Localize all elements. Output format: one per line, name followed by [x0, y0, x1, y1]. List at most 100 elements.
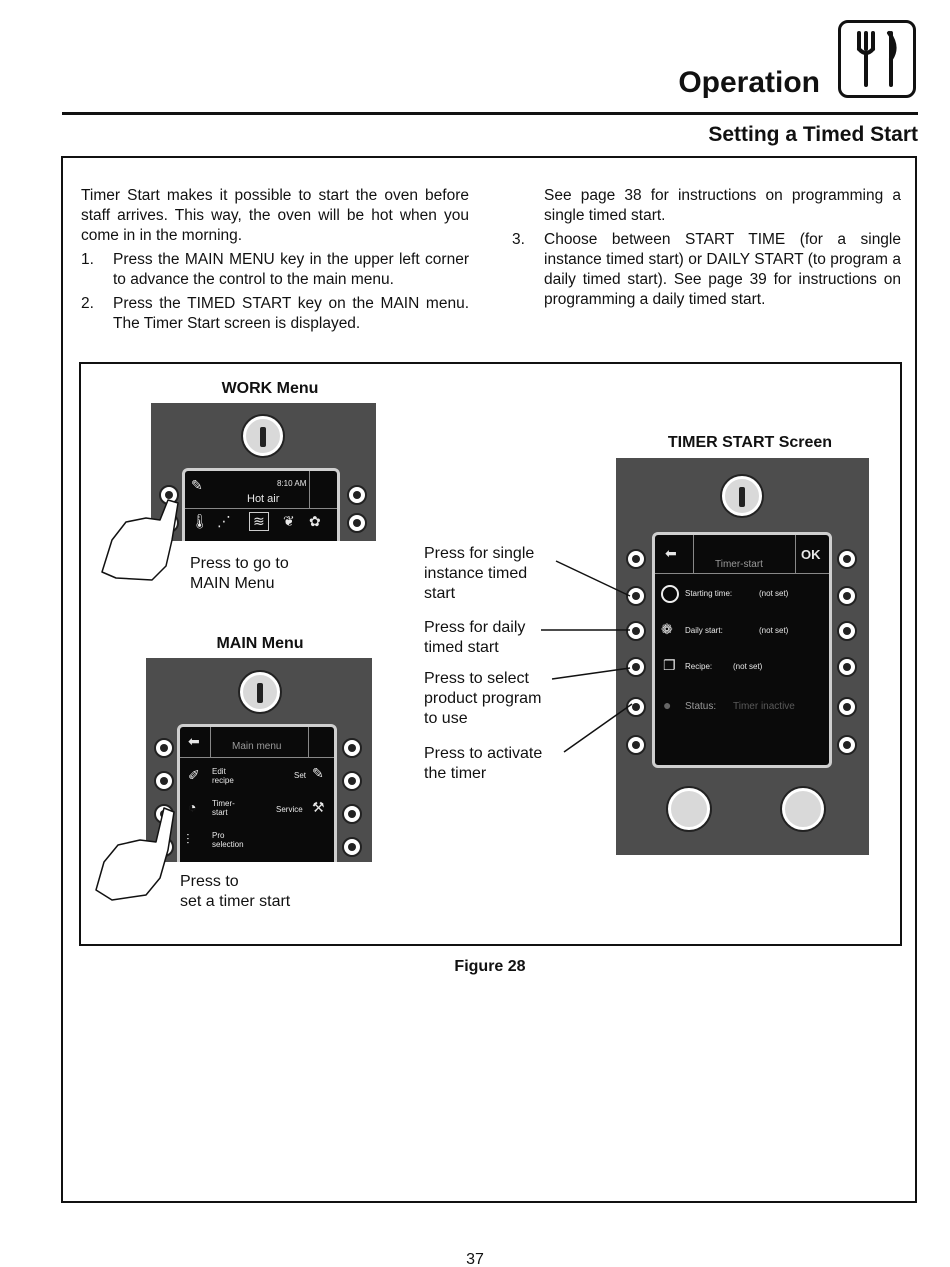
knob-indicator — [257, 683, 263, 703]
work-menu-screen: ✎ 8:10 AM Hot air 🌡 ⋰ ≋ ❦ ✿ — [182, 468, 340, 541]
side-button-left-2[interactable] — [159, 513, 179, 533]
callout-line: the timer — [424, 765, 487, 782]
side-button-left-3[interactable] — [154, 804, 174, 824]
pastry-icon: ✎ — [312, 765, 324, 781]
side-button-left-4[interactable] — [154, 837, 174, 857]
side-button-left-1[interactable] — [159, 485, 179, 505]
work-menu-panel: ✎ 8:10 AM Hot air 🌡 ⋰ ≋ ❦ ✿ — [151, 403, 376, 541]
side-button-right-1[interactable] — [837, 549, 857, 569]
timer-start-label: TIMER START Screen — [667, 434, 833, 451]
side-button-right-3[interactable] — [837, 621, 857, 641]
back-arrow-icon: ⬅ — [665, 545, 677, 561]
row-value: Timer inactive — [733, 701, 795, 712]
screen-divider — [180, 757, 334, 758]
side-button-left-5[interactable] — [626, 697, 646, 717]
side-button-right-1[interactable] — [342, 738, 362, 758]
callout-line: product program — [424, 690, 542, 707]
menu-item-timer-start: Timer-start — [212, 799, 235, 817]
croissant-icon: ✿ — [309, 513, 321, 529]
main-menu-screen: ⬅ Main menu ✐ Edit recipe ◔ Timer-start … — [177, 724, 337, 862]
content-frame — [61, 156, 917, 1203]
work-menu-label: WORK Menu — [221, 380, 319, 397]
side-button-right-4[interactable] — [837, 657, 857, 677]
side-button-left-4[interactable] — [626, 657, 646, 677]
step-1: 1. Press the MAIN MENU key in the upper … — [81, 250, 469, 290]
screen-time: 8:10 AM — [277, 479, 307, 488]
timer-start-screen: ⬅ Timer-start OK Starting time: (not set… — [652, 532, 832, 768]
side-button-left-6[interactable] — [626, 735, 646, 755]
side-button-right-1[interactable] — [347, 485, 367, 505]
side-button-right-2[interactable] — [837, 586, 857, 606]
figure-frame — [79, 362, 902, 946]
hot-air-icon: ≋ — [249, 512, 269, 531]
section-title: Setting a Timed Start — [708, 123, 918, 146]
main-knob[interactable] — [722, 476, 762, 516]
screen-divider — [210, 727, 211, 757]
screen-divider — [308, 727, 309, 757]
main-knob[interactable] — [240, 672, 280, 712]
knob-indicator — [739, 487, 745, 507]
callout-line: start — [424, 585, 456, 602]
rotate-control-icon[interactable] — [668, 788, 710, 830]
menu-item-set: Set — [294, 771, 307, 780]
step-number: 1. — [81, 251, 94, 268]
chicken-icon: ❦ — [283, 513, 295, 529]
screen-title: Main menu — [232, 741, 282, 752]
callout-single-start: Press for single instance timed start — [424, 544, 534, 604]
side-button-left-1[interactable] — [154, 738, 174, 758]
caption-line: MAIN Menu — [190, 575, 275, 592]
screen-divider — [309, 471, 310, 508]
callout-activate-timer: Press to activate the timer — [424, 744, 542, 784]
callout-line: Press to activate — [424, 745, 543, 762]
callout-line: to use — [424, 710, 468, 727]
header-rule — [62, 112, 918, 115]
side-button-right-6[interactable] — [837, 735, 857, 755]
start-stop-icon[interactable] — [782, 788, 824, 830]
screen-divider — [185, 508, 337, 509]
step-number: 2. — [81, 295, 94, 312]
side-button-left-3[interactable] — [626, 621, 646, 641]
timer-start-panel: ⬅ Timer-start OK Starting time: (not set… — [616, 458, 869, 855]
main-menu-panel: ⬅ Main menu ✐ Edit recipe ◔ Timer-start … — [146, 658, 372, 862]
row-label: Daily start: — [685, 626, 723, 635]
side-button-right-4[interactable] — [342, 837, 362, 857]
side-button-left-1[interactable] — [626, 549, 646, 569]
step-2: 2. Press the TIMED START key on the MAIN… — [81, 294, 469, 334]
callout-line: timed start — [424, 639, 499, 656]
callout-line: instance timed — [424, 565, 528, 582]
step-number: 3. — [512, 231, 525, 248]
steam-icon: ⋰ — [217, 513, 231, 529]
side-button-right-3[interactable] — [342, 804, 362, 824]
screen-title: Timer-start — [715, 559, 763, 570]
step-2-continuation: See page 38 for instructions on programm… — [544, 187, 901, 224]
screen-divider — [655, 573, 829, 574]
page-header-title: Operation — [678, 66, 820, 99]
menu-item-edit-recipe: Edit recipe — [212, 767, 234, 785]
row-label: Starting time: — [685, 589, 733, 598]
sliders-icon: ⫶ — [186, 831, 190, 847]
side-button-left-2[interactable] — [154, 771, 174, 791]
side-button-right-2[interactable] — [347, 513, 367, 533]
main-menu-label: MAIN Menu — [216, 635, 304, 652]
intro-paragraph: Timer Start makes it possible to start t… — [81, 187, 469, 244]
step-text: Choose between START TIME (for a single … — [544, 231, 901, 308]
row-label: Recipe: — [685, 662, 713, 671]
screen-mode: Hot air — [247, 493, 280, 505]
row-label: Status: — [685, 701, 717, 712]
menu-item-pro-selection: Pro selection — [212, 831, 244, 849]
ok-button[interactable]: OK — [801, 547, 821, 562]
text-column-right: See page 38 for instructions on programm… — [512, 186, 901, 314]
main-knob[interactable] — [243, 416, 283, 456]
caption-line: Press to — [180, 873, 239, 890]
fork-knife-icon — [838, 20, 916, 98]
thermometer-icon: 🌡 — [191, 513, 209, 529]
callout-line: Press to select — [424, 670, 529, 687]
side-button-right-5[interactable] — [837, 697, 857, 717]
status-dot-icon: ● — [663, 697, 672, 713]
row-value: (not set) — [759, 589, 789, 598]
side-button-left-2[interactable] — [626, 586, 646, 606]
step-3: 3. Choose between START TIME (for a sing… — [512, 230, 901, 310]
step-text: Press the MAIN MENU key in the upper lef… — [113, 251, 469, 288]
side-button-right-2[interactable] — [342, 771, 362, 791]
work-menu-caption: Press to go to MAIN Menu — [190, 554, 289, 594]
